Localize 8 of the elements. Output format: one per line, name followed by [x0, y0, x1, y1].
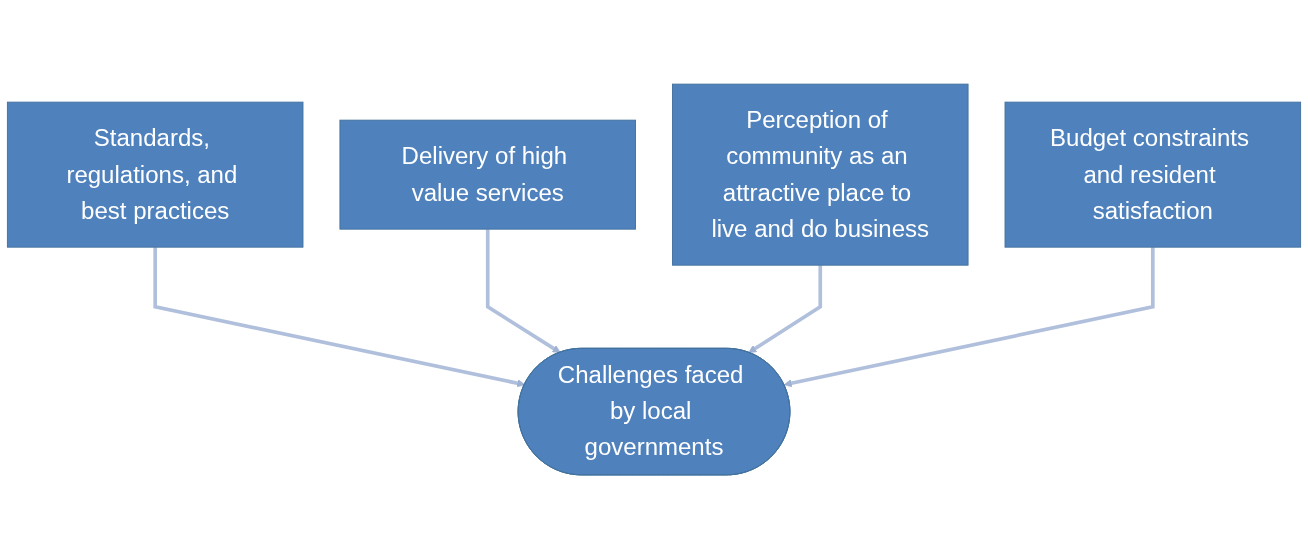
node-box: Perception of community as an attractive place to live and do business [672, 83, 969, 266]
node-box: Delivery of high value services [339, 119, 636, 230]
arrow [485, 229, 561, 353]
arrow [748, 265, 823, 353]
node-box: Budget constraints and resident satisfaction [1004, 101, 1302, 248]
arrow [153, 247, 526, 388]
arrow [783, 247, 1155, 388]
node-box: Standards, regulations, and best practices [6, 101, 304, 248]
